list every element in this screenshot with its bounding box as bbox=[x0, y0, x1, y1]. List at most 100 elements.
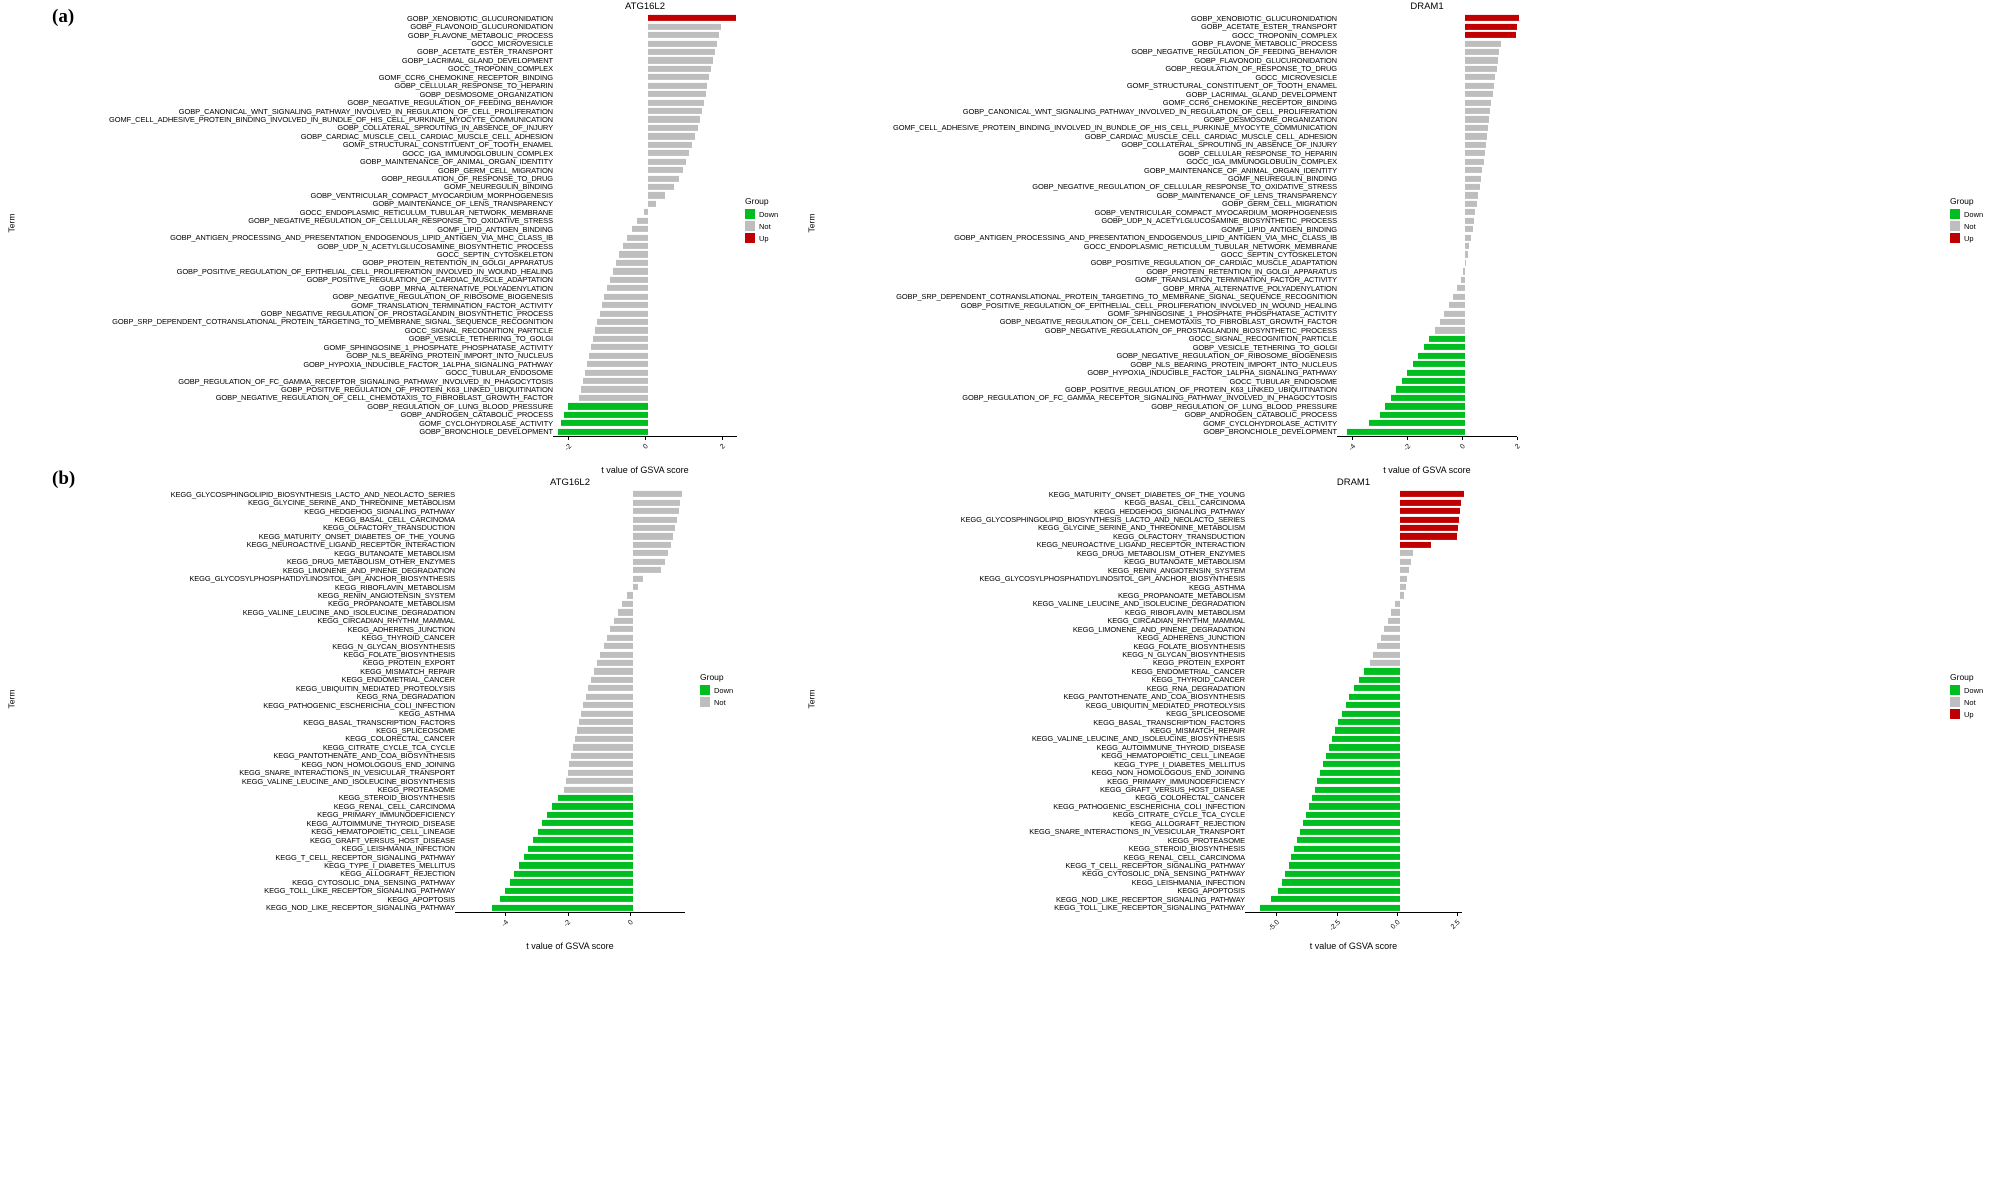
bar-track bbox=[556, 73, 740, 81]
bar-track bbox=[1248, 903, 1465, 911]
legend-label: Down bbox=[1964, 685, 1984, 695]
term-label: GOBP_NEGATIVE_REGULATION_OF_RIBOSOME_BIO… bbox=[332, 292, 554, 302]
bar bbox=[582, 377, 648, 385]
legend-swatch-down bbox=[1950, 209, 1960, 219]
bar-track bbox=[1248, 828, 1465, 836]
bar-row: KEGG_COLORECTAL_CANCER bbox=[800, 793, 2000, 803]
bar bbox=[1363, 668, 1400, 675]
term-label: KEGG_COLORECTAL_CANCER bbox=[1135, 793, 1245, 803]
bar-row: GOBP_ANDROGEN_CATABOLIC_PROCESS bbox=[0, 410, 800, 419]
bar-track bbox=[556, 402, 740, 410]
bar-track bbox=[1248, 844, 1465, 852]
bar-track bbox=[1248, 549, 1465, 557]
bar-track bbox=[556, 217, 740, 225]
bar-track bbox=[1340, 343, 1520, 351]
bar-row: KEGG_RENAL_CELL_CARCINOMA bbox=[0, 801, 800, 811]
bar-row: GOBP_NLS_BEARING_PROTEIN_IMPORT_INTO_NUC… bbox=[0, 351, 800, 360]
bar-track bbox=[1340, 309, 1520, 317]
bar bbox=[648, 74, 710, 81]
bar-track bbox=[458, 726, 688, 734]
term-label: GOBP_FLAVONE_METABOLIC_PROCESS bbox=[407, 30, 553, 40]
term-label: GOBP_POSITIVE_REGULATION_OF_EPITHELIAL_C… bbox=[960, 300, 1338, 310]
bar-row: GOBP_SRP_DEPENDENT_COTRANSLATIONAL_PROTE… bbox=[0, 317, 800, 326]
term-label: KEGG_GLYCOSPHINGOLIPID_BIOSYNTHESIS_LACT… bbox=[170, 489, 456, 499]
bar bbox=[1399, 575, 1408, 582]
axis-tick-label: 0 bbox=[627, 918, 636, 927]
term-label: GOBP_NEGATIVE_REGULATION_OF_CELL_CHEMOTA… bbox=[999, 317, 1337, 327]
bar bbox=[600, 651, 634, 658]
term-label: GOBP_LACRIMAL_GLAND_DEVELOPMENT bbox=[1185, 89, 1337, 99]
bar bbox=[1294, 845, 1400, 852]
term-label: KEGG_RIBOFLAVIN_METABOLISM bbox=[334, 582, 455, 592]
bar bbox=[1368, 420, 1466, 427]
bar-track bbox=[556, 343, 740, 351]
bar bbox=[648, 23, 721, 30]
bar-row: KEGG_CYTOSOLIC_DNA_SENSING_PATHWAY bbox=[800, 869, 2000, 878]
term-label: GOBP_XENOBIOTIC_GLUCURONIDATION bbox=[1191, 13, 1337, 23]
term-label: GOMF_TRANSLATION_TERMINATION_FACTOR_ACTI… bbox=[1135, 275, 1337, 285]
bar bbox=[604, 293, 648, 300]
bar-row: KEGG_GLYCINE_SERINE_AND_THREONINE_METABO… bbox=[800, 523, 2000, 532]
bar-track bbox=[458, 701, 688, 709]
bar-row: GOCC_TUBULAR_ENDOSOME bbox=[0, 368, 800, 377]
term-label: GOBP_REGULATION_OF_RESPONSE_TO_DRUG bbox=[381, 174, 553, 184]
bar-track bbox=[556, 360, 740, 368]
bar-row: GOBP_PROTEIN_RETENTION_IN_GOLGI_APPARATU… bbox=[0, 258, 800, 267]
bar-row: KEGG_HEMATOPOIETIC_CELL_LINEAGE bbox=[0, 827, 800, 837]
term-label: GOCC_MICROVESICLE bbox=[1255, 72, 1337, 82]
term-label: KEGG_THYROID_CANCER bbox=[361, 633, 455, 643]
term-label: KEGG_PATHOGENIC_ESCHERICHIA_COLI_INFECTI… bbox=[263, 700, 455, 710]
term-label: GOBP_NLS_BEARING_PROTEIN_IMPORT_INTO_NUC… bbox=[1130, 359, 1337, 369]
legend-entry-not: Not bbox=[700, 697, 733, 707]
bar-row: GOBP_ANTIGEN_PROCESSING_AND_PRESENTATION… bbox=[0, 233, 800, 242]
bar bbox=[542, 820, 634, 827]
bar bbox=[492, 904, 634, 911]
bar bbox=[592, 335, 648, 342]
bar bbox=[1331, 735, 1400, 742]
bar-track bbox=[1340, 73, 1520, 81]
bar-row: GOBP_CARDIAC_MUSCLE_CELL_CARDIAC_MUSCLE_… bbox=[800, 132, 2000, 141]
bar-row: GOBP_POSITIVE_REGULATION_OF_CARDIAC_MUSC… bbox=[800, 258, 2000, 267]
bar bbox=[622, 600, 634, 607]
term-label: GOCC_IGA_IMMUNOGLOBULIN_COMPLEX bbox=[402, 148, 553, 158]
bar-track bbox=[556, 31, 740, 39]
bar-track bbox=[1248, 777, 1465, 785]
term-label: KEGG_NEUROACTIVE_LIGAND_RECEPTOR_INTERAC… bbox=[1036, 540, 1246, 550]
bar-row: KEGG_NOD_LIKE_RECEPTOR_SIGNALING_PATHWAY bbox=[800, 895, 2000, 904]
bar-track bbox=[556, 90, 740, 98]
bar-row: KEGG_GLYCOSPHINGOLIPID_BIOSYNTHESIS_LACT… bbox=[0, 489, 800, 499]
term-label: GOBP_FLAVONOID_GLUCURONIDATION bbox=[410, 22, 553, 32]
term-label: KEGG_ADHERENS_JUNCTION bbox=[1137, 633, 1246, 643]
bar-track bbox=[556, 301, 740, 309]
bar bbox=[648, 15, 737, 22]
bar bbox=[1399, 499, 1462, 506]
bar bbox=[648, 65, 712, 72]
term-label: KEGG_HEMATOPOIETIC_CELL_LINEAGE bbox=[311, 827, 455, 837]
bar-row: GOCC_MICROVESICLE bbox=[0, 39, 800, 48]
term-label: KEGG_N_GLYCAN_BIOSYNTHESIS bbox=[332, 641, 455, 651]
term-label: KEGG_FOLATE_BIOSYNTHESIS bbox=[343, 650, 455, 660]
bar-track bbox=[1340, 149, 1520, 157]
chart-go-dram1: Term DRAM1 GOBP_XENOBIOTIC_GLUCURONIDATI… bbox=[800, 0, 2000, 475]
bar bbox=[633, 508, 679, 515]
bar bbox=[1326, 752, 1400, 759]
bar bbox=[633, 550, 668, 557]
bar bbox=[1399, 508, 1461, 515]
bar-row: KEGG_PROPANOATE_METABOLISM bbox=[0, 599, 800, 608]
bar-track bbox=[556, 419, 740, 427]
term-label: GOBP_CELLULAR_RESPONSE_TO_HEPARIN bbox=[394, 81, 553, 91]
bar-row: KEGG_RENIN_ANGIOTENSIN_SYSTEM bbox=[0, 591, 800, 600]
bar-row: GOMF_TRANSLATION_TERMINATION_FACTOR_ACTI… bbox=[800, 275, 2000, 285]
term-label: KEGG_LIMONENE_AND_PINENE_DEGRADATION bbox=[282, 565, 455, 575]
legend-entry-up: Up bbox=[745, 233, 778, 243]
legend-swatch-not bbox=[700, 697, 710, 707]
bar bbox=[1465, 124, 1489, 131]
term-label: KEGG_RENAL_CELL_CARCINOMA bbox=[333, 801, 455, 811]
axis-tick-label: -2 bbox=[1402, 442, 1413, 453]
term-label: KEGG_DRUG_METABOLISM_OTHER_ENZYMES bbox=[1076, 548, 1245, 558]
bar bbox=[1291, 853, 1400, 861]
bar-track bbox=[458, 642, 688, 650]
bar-track bbox=[1248, 498, 1465, 506]
term-label: KEGG_HEDGEHOG_SIGNALING_PATHWAY bbox=[1094, 506, 1245, 516]
term-label: GOBP_NEGATIVE_REGULATION_OF_CELLULAR_RES… bbox=[248, 216, 553, 226]
